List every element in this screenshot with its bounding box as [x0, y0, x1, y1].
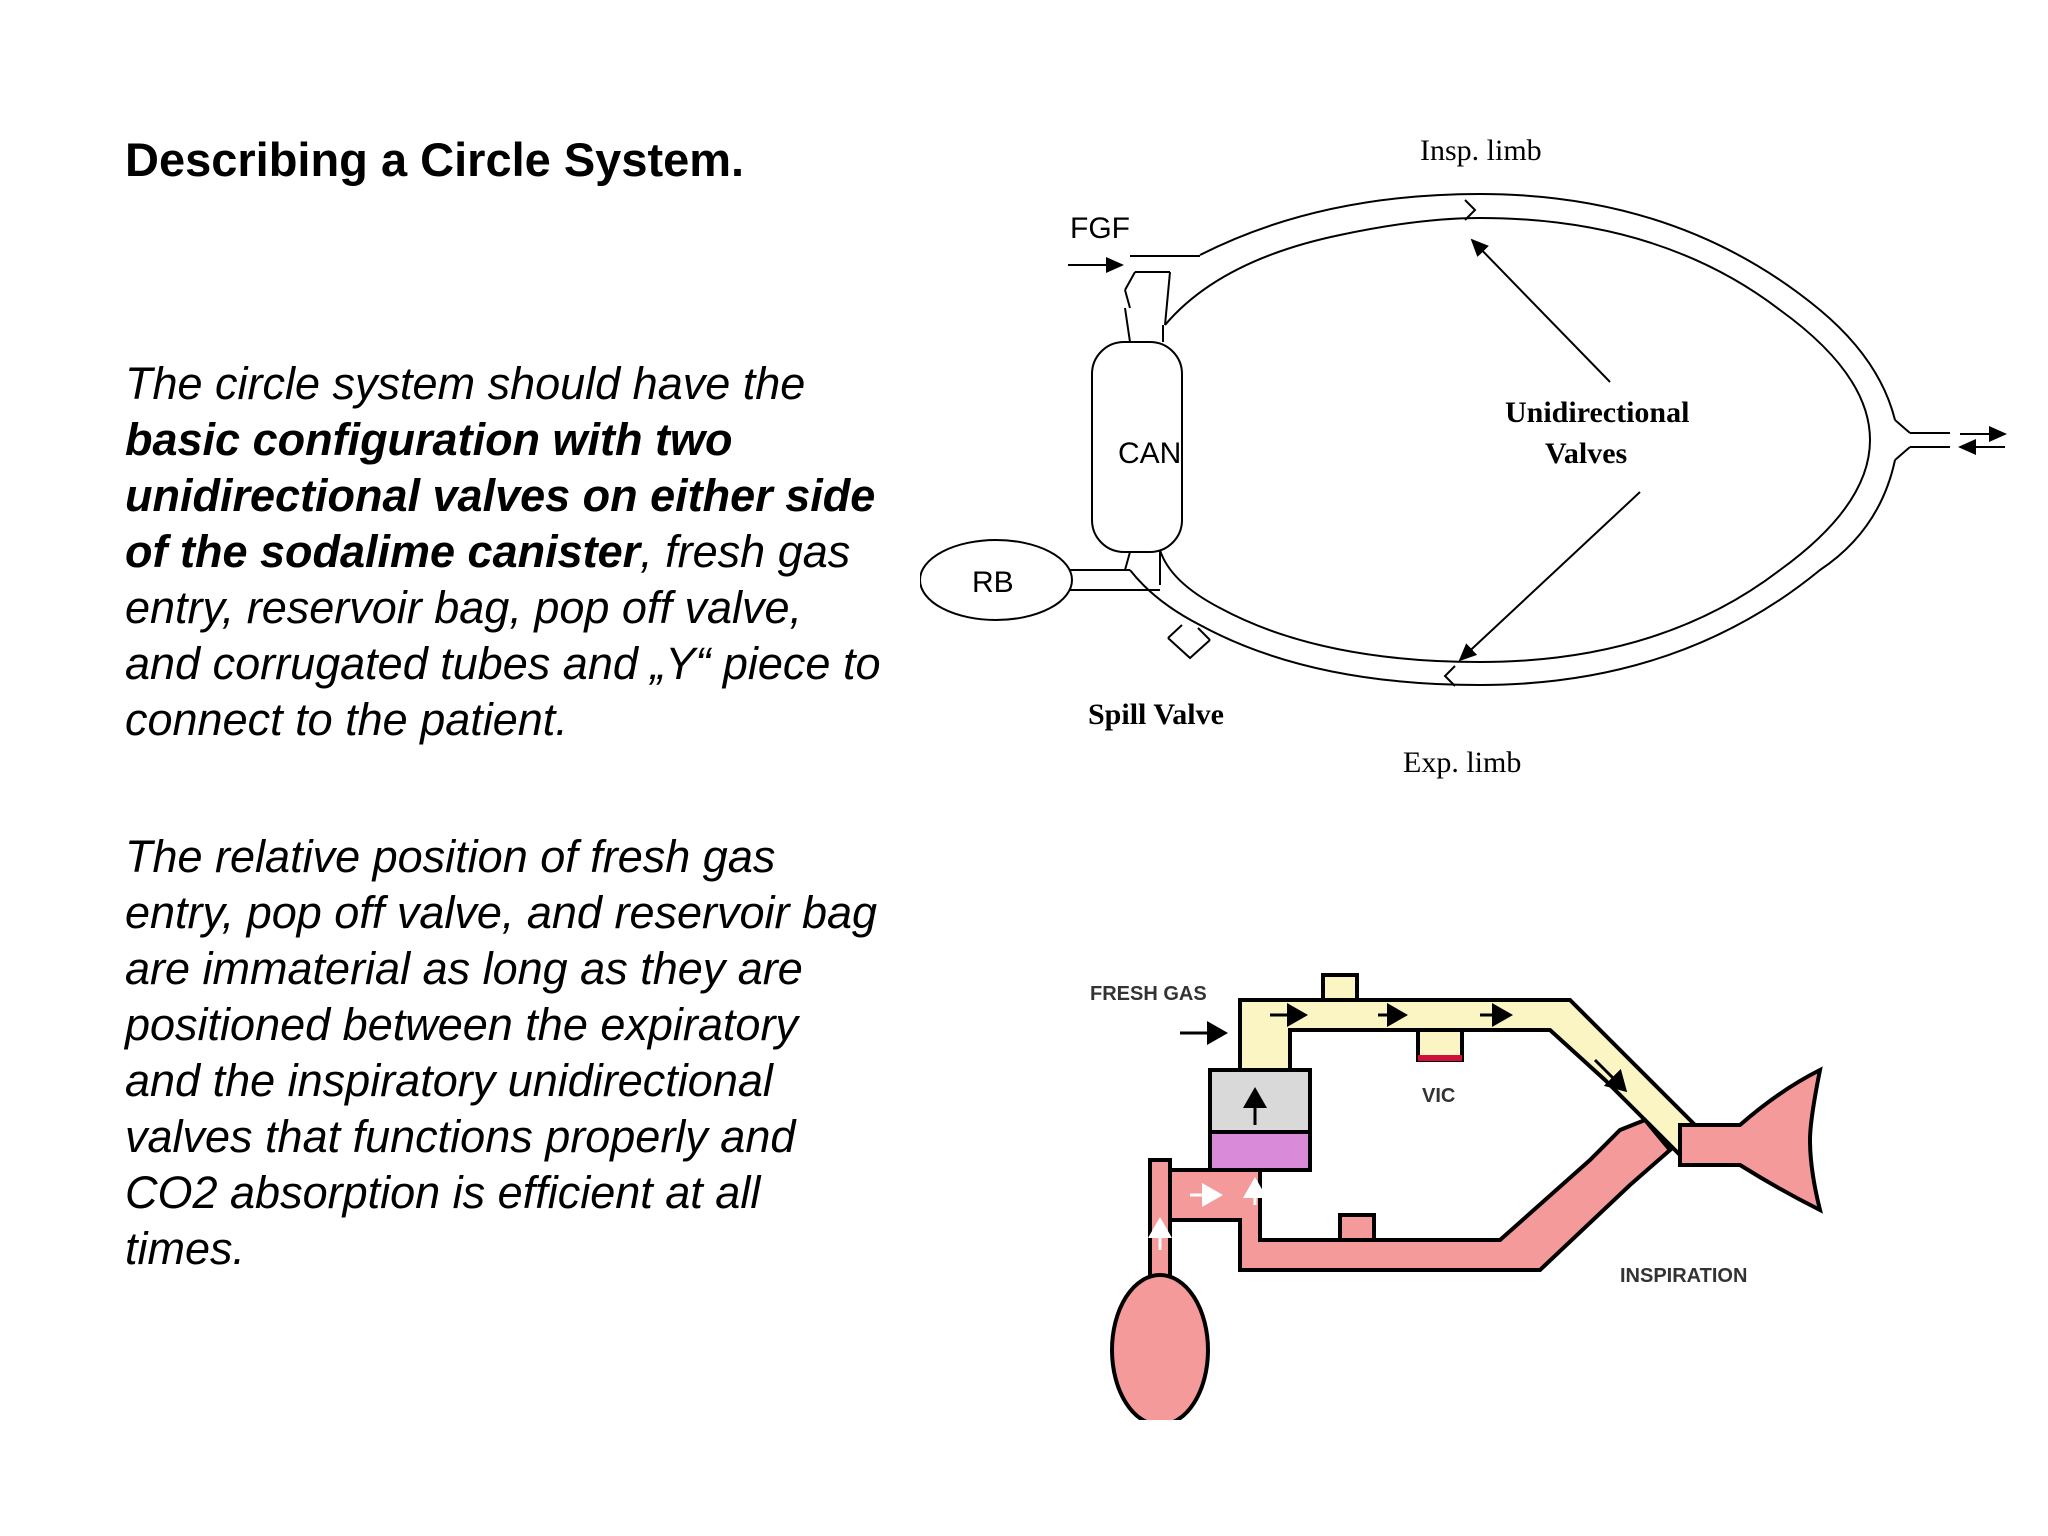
vic-label: VIC	[1422, 1085, 1455, 1107]
exp-valve-mark	[1443, 665, 1456, 687]
insp-limb-label: Insp. limb	[1420, 134, 1542, 167]
valves-label-line2: Valves	[1545, 437, 1627, 470]
insp-limb-outer	[1199, 192, 1896, 421]
paragraph-configuration-tail: , fresh gas entry, reservoir bag, pop of…	[125, 526, 881, 745]
insp-valve	[1321, 973, 1359, 1002]
insp-valve-mark	[1464, 199, 1477, 221]
circle-inner	[1159, 216, 1872, 664]
rb-label: RB	[972, 566, 1014, 599]
valves-label-line1: Unidirectional	[1505, 396, 1689, 429]
circle-system-diagram: Insp. limb Exp. limb Unidirectional Valv…	[920, 134, 2007, 779]
face-mask	[1678, 1066, 1823, 1214]
can-label: CAN	[1118, 437, 1181, 470]
inspiration-flow-diagram: FRESH GAS VIC INSPIRATION	[1090, 973, 1823, 1420]
canister	[1091, 341, 1183, 553]
breathing-bag	[1110, 1273, 1210, 1420]
paragraph-relative-position: The relative position of fresh gas entry…	[125, 831, 878, 1274]
lime-used	[1208, 1130, 1312, 1172]
insp-valve-pointer	[1470, 238, 1611, 383]
expired-gas-path	[1168, 1117, 1673, 1272]
exp-valve	[1338, 1213, 1376, 1242]
spill-valve-label: Spill Valve	[1088, 698, 1224, 731]
paragraph-configuration: The circle system should have the basic …	[125, 356, 885, 748]
reservoir-bag	[920, 539, 1073, 621]
inspiration-label: INSPIRATION	[1620, 1265, 1747, 1287]
fresh-gas-label: FRESH GAS	[1090, 983, 1207, 1005]
paragraph-configuration-bold: basic configuration with two unidirectio…	[125, 414, 876, 577]
vic-valve-liquid	[1418, 1055, 1462, 1061]
spill-valve	[1167, 637, 1211, 660]
exp-valve-pointer	[1458, 491, 1641, 662]
fgf-label: FGF	[1070, 212, 1130, 245]
slide-title: Describing a Circle System.	[125, 133, 745, 186]
exp-limb-label: Exp. limb	[1403, 746, 1521, 779]
paragraph-configuration-lead: The circle system should have the	[125, 358, 806, 409]
exp-limb-outer	[1129, 459, 1896, 687]
